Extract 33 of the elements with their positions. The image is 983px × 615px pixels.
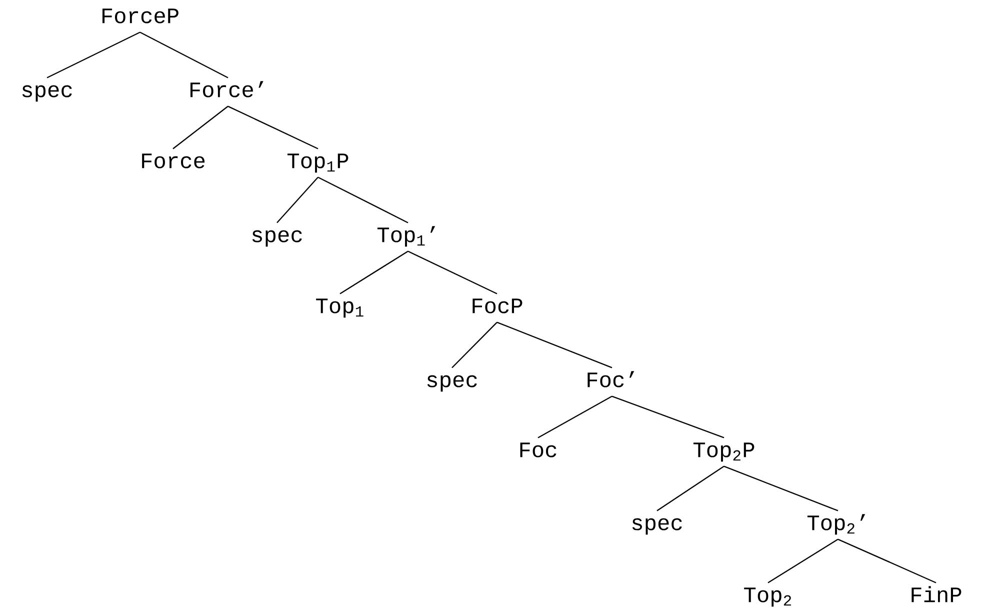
tree-label: ForceP xyxy=(102,8,178,24)
branch-line xyxy=(408,250,498,294)
tree-label: Top$_{2}$ xyxy=(744,588,791,607)
tree-label: spec xyxy=(22,85,72,102)
tree-label: Top$_{1}$’ xyxy=(377,226,436,247)
branch-line xyxy=(838,538,936,584)
branch-line xyxy=(768,538,838,584)
branch-line xyxy=(276,176,318,224)
tree-label: Foc xyxy=(520,442,556,458)
tree-label: FocP xyxy=(472,298,522,314)
branch-line xyxy=(340,250,408,294)
branch-line xyxy=(496,322,612,368)
branch-line xyxy=(656,466,724,512)
tree-label: Force’ xyxy=(190,81,264,98)
branch-line xyxy=(724,466,838,512)
branch-line xyxy=(318,176,408,224)
tree-label: spec xyxy=(427,375,477,392)
tree-label: spec xyxy=(252,230,302,247)
tree-label: Top$_{1}$ xyxy=(316,298,364,318)
branch-line xyxy=(46,32,140,78)
branch-line xyxy=(452,322,498,368)
branch-line xyxy=(140,32,228,78)
branch-line xyxy=(228,106,318,150)
tree-label: Top$_{2}$’ xyxy=(807,514,866,535)
tree-label: Top$_{1}$P xyxy=(287,154,348,173)
branch-line xyxy=(172,106,228,150)
tree-label: Force xyxy=(142,154,205,168)
branch-line xyxy=(538,396,612,438)
tree-label: FinP xyxy=(912,586,962,602)
tree-label: spec xyxy=(632,518,682,535)
tree-label: Top$_{2}$P xyxy=(693,442,754,462)
tree-label: Foc’ xyxy=(588,371,634,388)
branch-line xyxy=(612,396,724,438)
